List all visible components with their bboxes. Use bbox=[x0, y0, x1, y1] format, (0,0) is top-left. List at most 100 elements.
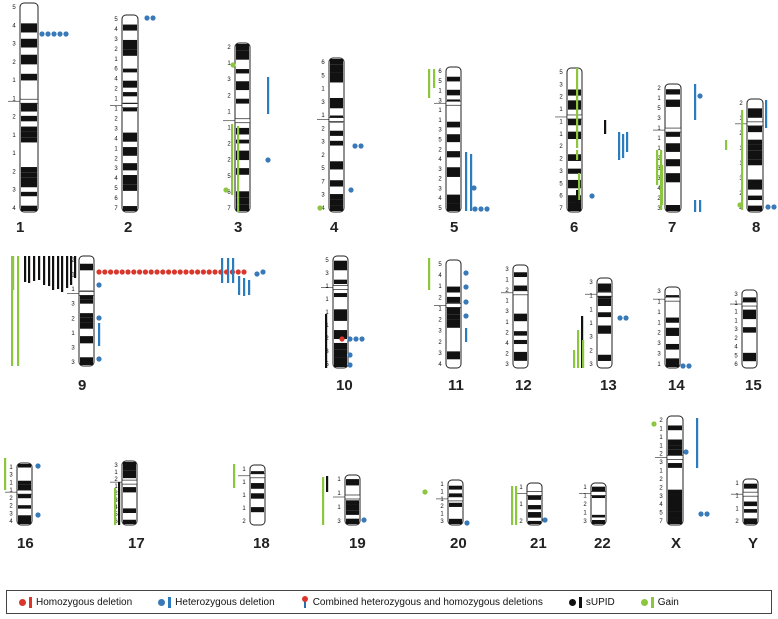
chr-7-band-label: 2 bbox=[657, 156, 661, 162]
chr-20-band bbox=[449, 493, 462, 499]
chr-22-band-label: 1 bbox=[583, 485, 587, 491]
het-dot bbox=[347, 336, 353, 342]
chr-1-band bbox=[21, 137, 37, 143]
chr-4-band bbox=[330, 64, 343, 73]
chr-21-band bbox=[528, 512, 541, 518]
chr-12-band bbox=[514, 351, 527, 361]
chr-8-band bbox=[748, 179, 762, 190]
gain-bar bbox=[233, 464, 236, 488]
chr-2-band bbox=[123, 80, 137, 88]
chr-16-band-label: 2 bbox=[9, 496, 13, 502]
chr-20-band-label: 2 bbox=[440, 504, 444, 510]
chr-9-band-label: 1 bbox=[71, 287, 75, 293]
chr-15-band bbox=[743, 297, 756, 305]
chr-x-band bbox=[668, 449, 682, 457]
chr-16-band-label: 3 bbox=[9, 473, 13, 479]
gain-bar bbox=[322, 477, 325, 525]
het-dot bbox=[96, 356, 102, 362]
het-dot bbox=[680, 363, 686, 369]
chr-1-band-label: 4 bbox=[12, 23, 16, 29]
chr-3-band bbox=[236, 191, 249, 198]
chr-5-band bbox=[447, 194, 460, 204]
chr-16-band bbox=[18, 515, 31, 524]
chr-14-band-label: 3 bbox=[657, 352, 661, 358]
chr-7-band-label: 3 bbox=[657, 206, 661, 212]
chr-4-band-label: 1 bbox=[321, 113, 325, 119]
chr-3-label: 3 bbox=[234, 219, 242, 236]
chr-6-band bbox=[568, 89, 581, 96]
chr-12-band-label: 3 bbox=[505, 362, 509, 368]
legend-homozygous: Homozygous deletion bbox=[19, 596, 132, 608]
chr-y-band bbox=[744, 518, 757, 524]
chr-7-band bbox=[666, 129, 680, 137]
chr-12-band bbox=[514, 313, 527, 322]
chr-17-band-label: 1 bbox=[114, 470, 118, 476]
chr-3-band bbox=[236, 98, 249, 104]
chr-13-band bbox=[598, 354, 611, 361]
chr-14-band bbox=[666, 343, 679, 350]
chr-17-label: 17 bbox=[128, 535, 145, 552]
chr-9-band-label: 2 bbox=[71, 316, 75, 322]
chr-6-band-label: 3 bbox=[559, 169, 563, 175]
chr-20-band bbox=[449, 502, 462, 507]
chr-12-label: 12 bbox=[515, 377, 532, 394]
chr-2-band bbox=[123, 39, 137, 50]
chr-4-band bbox=[330, 194, 343, 200]
gain-bar-icon bbox=[650, 596, 654, 608]
chr-19-band-label: 3 bbox=[337, 519, 341, 525]
het-dot bbox=[704, 511, 710, 517]
chr-10-band bbox=[334, 279, 347, 285]
chr-2-band bbox=[123, 184, 137, 191]
chr-2-band bbox=[123, 49, 137, 56]
chr-3-band-label: 2 bbox=[227, 142, 231, 148]
chr-22-band-label: 2 bbox=[583, 502, 587, 508]
chr-19-band bbox=[346, 504, 359, 511]
chr-15-band-label: 1 bbox=[734, 310, 738, 316]
chr-15-band bbox=[743, 352, 756, 362]
chr-5-band bbox=[447, 167, 460, 177]
chr-1-band bbox=[21, 126, 37, 132]
chr-9-outline bbox=[78, 255, 95, 367]
chr-3-band-label: 7 bbox=[227, 206, 231, 212]
chr-21-band bbox=[528, 493, 541, 500]
chr-13-band-label: 1 bbox=[589, 321, 593, 327]
supid-bar bbox=[52, 256, 55, 290]
chr-1-band-label: 1 bbox=[12, 96, 16, 102]
chr-7-band-label: 1 bbox=[657, 146, 661, 152]
chr-10-band bbox=[334, 260, 347, 271]
chr-14-band-label: 1 bbox=[657, 310, 661, 316]
chr-21-band-label: 2 bbox=[519, 519, 523, 525]
chr-4-band bbox=[330, 205, 343, 211]
chr-9-band bbox=[80, 322, 93, 329]
het-dot bbox=[589, 193, 595, 199]
chr-4-band bbox=[330, 59, 343, 65]
homo-dot bbox=[160, 269, 166, 275]
chr-22-band-label: 3 bbox=[583, 519, 587, 525]
chr-9-band-label: 3 bbox=[71, 360, 75, 366]
homo-dot bbox=[235, 269, 241, 275]
chr-14-band bbox=[666, 358, 679, 367]
chr-3-band-label: 3 bbox=[227, 77, 231, 83]
chr-1-band bbox=[21, 191, 37, 197]
chr-21-band-label: 1 bbox=[519, 485, 523, 491]
chr-3-band bbox=[236, 150, 249, 161]
chr-14-band bbox=[666, 317, 679, 323]
het-dot bbox=[464, 520, 470, 526]
chr-19-band bbox=[346, 479, 359, 486]
chr-2-label: 2 bbox=[124, 219, 132, 236]
chr-21-label: 21 bbox=[530, 535, 547, 552]
het-dot bbox=[96, 282, 102, 288]
chr-5-band bbox=[447, 151, 460, 158]
chr-1-band bbox=[21, 103, 37, 112]
chr-21-band-label: 1 bbox=[519, 502, 523, 508]
chr-16-band-label: 1 bbox=[9, 465, 13, 471]
chr-2-band-label: 2 bbox=[114, 47, 118, 53]
chr-5-band bbox=[447, 89, 460, 96]
chr-4-band bbox=[330, 72, 343, 83]
supid-bar bbox=[28, 256, 31, 283]
chr-5-band-label: 5 bbox=[438, 79, 442, 85]
chr-4-band-label: 2 bbox=[321, 153, 325, 159]
homo-dot bbox=[137, 269, 143, 275]
chr-14-band-label: 1 bbox=[657, 362, 661, 368]
